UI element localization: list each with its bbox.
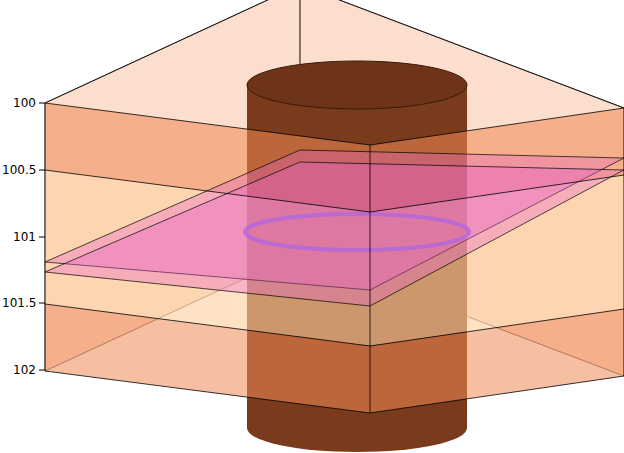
box-edge bbox=[370, 145, 371, 413]
box-edge bbox=[45, 103, 370, 145]
box-edge bbox=[45, 0, 300, 103]
box-edge bbox=[370, 376, 624, 413]
cylinder-top bbox=[247, 61, 467, 109]
axis-tick bbox=[39, 237, 45, 238]
axis-tick bbox=[39, 303, 45, 304]
axis-tick bbox=[39, 103, 45, 104]
box-edge bbox=[300, 0, 624, 108]
layer-face bbox=[370, 309, 624, 413]
axis-tick-label: 100.5 bbox=[2, 163, 36, 177]
axis-tick-label: 101 bbox=[13, 230, 36, 244]
box-edge bbox=[370, 108, 624, 145]
layer-face bbox=[45, 304, 370, 413]
axis-tick bbox=[39, 370, 45, 371]
box-edge bbox=[45, 371, 370, 413]
fracture-plane bbox=[45, 162, 624, 306]
axis-tick-label: 102 bbox=[13, 363, 36, 377]
axis-tick bbox=[39, 170, 45, 171]
axis-tick-label: 101.5 bbox=[2, 296, 36, 310]
box-edge bbox=[45, 304, 370, 346]
box-edge bbox=[45, 170, 370, 212]
axis-tick-label: 100 bbox=[13, 96, 36, 110]
box-edge bbox=[370, 175, 624, 212]
box-edge bbox=[370, 309, 624, 346]
